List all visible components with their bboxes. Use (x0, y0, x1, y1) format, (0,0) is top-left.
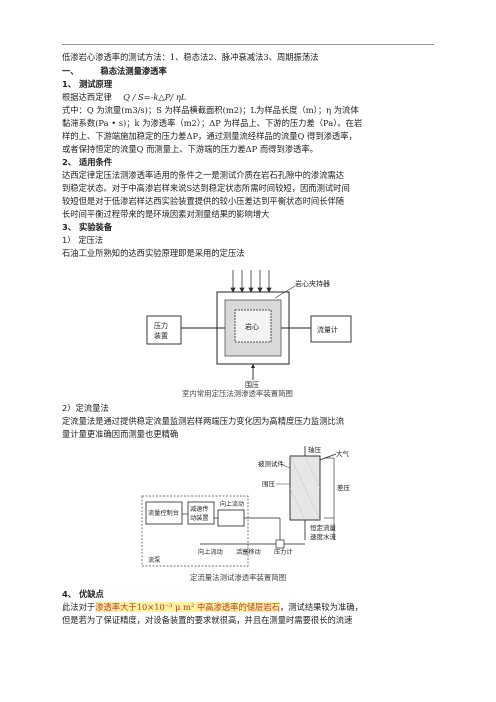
heading-principle: 1、 测试原理 (62, 79, 113, 89)
sample-label: 被测试件 (258, 459, 285, 468)
core-label: 岩心 (245, 322, 259, 331)
definition-line-3: 样的上、下游端施加稳定的压力差ΔP，通过测量流经样品的流量Q 得到渗透率， (62, 131, 357, 141)
heading-pros-cons: 4、 优缺点 (62, 589, 104, 599)
constant-pressure-text: 石油工业所熟知的达西实验原理即是采用的定压法 (62, 248, 245, 258)
conditions-line-4: 长时间平衡过程带来的是环境因素对测量结果的影响增大 (62, 209, 270, 219)
pressure-gauge-symbol (275, 539, 285, 549)
subheading-constant-flow: 2）定流量法 (62, 403, 109, 413)
constant-flow-line-2: 量计量更准确因而测量也更精确 (62, 429, 179, 439)
conditions-line-3: 较短但是对于低渗岩样达西实验装置提供的较小压差达到平衡状态时间长伴随 (62, 196, 345, 206)
confining-label-2: 围压 (262, 480, 276, 488)
darcy-prefix: 根据达西定律 (62, 92, 112, 102)
section-heading: 一、 稳态法测量渗透率 (62, 66, 434, 77)
atmosphere-label: 大气 (336, 449, 350, 458)
pump-label: 流泵 (148, 556, 160, 564)
upflow-label: 向上流动 (220, 500, 244, 508)
header-rule (62, 44, 434, 45)
constant-flow-diagram: 轴压 大气 被测试件 围压 差压 恒定流量 速度水流 流量控制台 减速传 动装置 (141, 445, 351, 567)
confining-label: 围压 (245, 381, 259, 388)
conditions-line-2: 到稳定状态。对于中高渗岩样来说S达到稳定状态所需时间较短，因而测试时间 (62, 183, 350, 193)
definition-line-1: 式中：Q 为流量(m3/s)；S 为样品横截面积(m2)；L为样品长度（m）；η… (62, 105, 359, 115)
figure-2-caption: 定流量法测试渗透率装置简图 (190, 573, 287, 582)
heading-conditions: 2、 适用条件 (62, 157, 113, 167)
core-sample (234, 309, 272, 343)
section-number: 一、 (62, 66, 79, 76)
constant-flow-label-a: 恒定流量 (310, 523, 337, 532)
reducer-box (187, 501, 215, 525)
pressure-device-label-a: 压力 (154, 321, 168, 330)
downflow-label: 向上流动 (198, 548, 223, 556)
constant-pressure-diagram: 岩心 岩心夹持器 压力 装置 流量计 围压 (146, 270, 352, 389)
subheading-constant-pressure: 1） 定压法 (62, 235, 104, 245)
pros-line-1-highlight: 渗透率大于10×10⁻³ μ m² 中高渗透率的储层岩石 (95, 602, 280, 612)
pros-line-1-post: ，测试结果较为准确， (279, 602, 363, 612)
flow-control-box (145, 501, 183, 525)
section-title: 稳态法测量渗透率 (100, 66, 167, 76)
heading-equipment: 3、 实验装备 (62, 222, 113, 232)
pressure-gauge-label: 压力计 (274, 548, 293, 556)
holder-label: 岩心夹持器 (295, 279, 330, 288)
constant-flow-line-1: 定流量法是通过提供稳定流量监测岩样两端压力变化因为高精度压力监测比流 (62, 416, 345, 426)
intro-line: 低渗岩心渗透率的测试方法：1、稳态法2、脉冲衰减法3、周期振荡法 (62, 52, 319, 62)
figure-constant-flow: 轴压 大气 被测试件 围压 差压 恒定流量 速度水流 流量控制台 减速传 动装置 (140, 444, 360, 570)
figure-constant-pressure: 岩心 岩心夹持器 压力 装置 流量计 围压 (145, 268, 355, 389)
differential-label: 差压 (337, 483, 351, 492)
flow-control-label: 流量控制台 (148, 509, 179, 517)
definition-line-2: 黏滞系数(Pa • s)；k 为渗透率（m2）；ΔP 为样品上、下游的压力差（P… (62, 118, 363, 128)
flowmeter-label: 流量计 (317, 325, 338, 334)
conditions-line-1: 达西定律定压法测渗透率适用的条件之一是测试介质在岩石孔隙中的渗流需达 (62, 170, 345, 180)
darcy-formula: Q / S=-k△P/ ηL (123, 92, 187, 102)
darcy-line: 根据达西定律 Q / S=-k△P/ ηL (62, 92, 434, 103)
constant-flow-label-b: 速度水流 (310, 532, 337, 541)
pressure-device-label-b: 装置 (154, 331, 168, 340)
axial-label: 轴压 (308, 445, 322, 454)
cylinder-box (217, 509, 245, 527)
definition-line-4: 或者保持恒定的流量Q 而测量上、下游端的压力差ΔP 而得到渗透率。 (62, 144, 318, 154)
reducer-label-b: 动装置 (190, 514, 209, 522)
piston-label: 活塞移动 (236, 548, 261, 556)
pros-line-2: 但是若为了保证精度，对设备装置的要求就很高，并且在测量时需要很长的流速 (62, 615, 353, 625)
pressure-device-box (146, 315, 182, 345)
reducer-label-a: 减速传 (190, 505, 209, 513)
figure-1-caption: 室内常用定压法测渗透率装置简图 (182, 389, 293, 398)
pump-housing (141, 495, 249, 567)
pros-line-1-pre: 此法对于 (62, 602, 96, 612)
flowmeter-box (310, 315, 352, 343)
pros-line-1: 此法对于渗透率大于10×10⁻³ μ m² 中高渗透率的储层岩石，测试结果较为准… (62, 602, 434, 613)
axial-arrows (230, 270, 272, 293)
